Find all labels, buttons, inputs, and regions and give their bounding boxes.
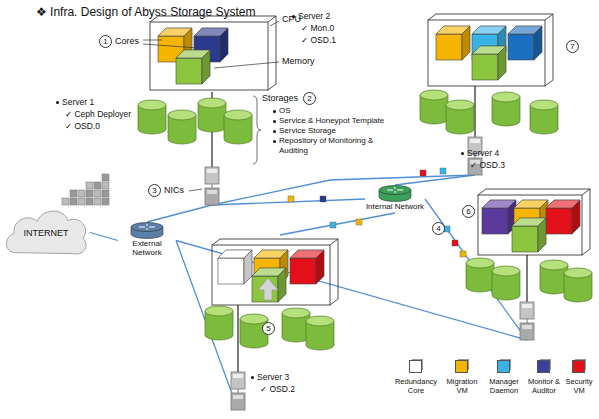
router-icon xyxy=(130,222,164,239)
callout-number: 7 xyxy=(566,40,579,53)
legend-swatch xyxy=(537,360,550,373)
server-group: Server 1✓ Ceph Deployer✓ OSD.0 xyxy=(55,15,255,205)
bullet-dot xyxy=(251,376,254,379)
router-label: External Network xyxy=(118,239,176,257)
router-icon xyxy=(378,185,412,202)
diagram-title: ❖ Infra. Design of Abyss Storage System xyxy=(36,5,256,19)
storage-item: Service Storage xyxy=(272,126,387,136)
server-role: ✓ OSD.2 xyxy=(260,384,295,395)
legend-swatch xyxy=(409,360,422,373)
network-link xyxy=(280,213,395,235)
bullet-dot xyxy=(273,140,276,143)
server-group: Server 2✓ Mon.0✓ OSD.1 xyxy=(288,8,578,175)
callout-number: 3 xyxy=(148,184,161,197)
network-link xyxy=(90,233,118,241)
legend-swatch xyxy=(497,360,510,373)
server-name: Server 3 xyxy=(250,372,289,383)
annotation-label: Memory xyxy=(282,56,315,67)
network-link xyxy=(395,175,475,185)
network-router: External Network xyxy=(118,222,176,259)
network-link xyxy=(425,199,527,340)
callout-number: 6 xyxy=(462,205,475,218)
bullet-dot xyxy=(461,152,464,155)
callout-number: 4 xyxy=(432,222,445,235)
network-link xyxy=(212,175,475,205)
server-group: Server 4✓ OSD.3 xyxy=(455,140,595,340)
storage-item: OS xyxy=(272,106,387,116)
router-label: Internal Network xyxy=(365,202,425,211)
bullet-dot xyxy=(56,101,59,104)
network-link xyxy=(176,241,527,341)
legend-text: Security VM xyxy=(561,377,597,395)
callout-number: 1 xyxy=(99,35,112,48)
legend-text: Monitor & Auditor xyxy=(524,377,564,395)
server-role: ✓ OSD.3 xyxy=(470,160,505,171)
cloud-label: INTERNET xyxy=(24,228,69,238)
network-router: Internal Network xyxy=(365,185,425,213)
server-role: ✓ OSD.1 xyxy=(301,35,336,46)
bullet-dot xyxy=(273,110,276,113)
network-link xyxy=(147,205,212,222)
storage-list: OSService & Honeypot TemplateService Sto… xyxy=(272,106,387,156)
server-role: ✓ Ceph Deployer xyxy=(65,109,131,120)
annotation-label: Storages xyxy=(262,93,298,104)
legend-text: Migration VM xyxy=(442,377,482,395)
server-role: ✓ Mon.0 xyxy=(301,23,334,34)
annotation-label: Cores xyxy=(115,36,139,47)
callout-number: 5 xyxy=(262,322,275,335)
legend-swatch xyxy=(572,360,585,373)
server-role: ✓ OSD.0 xyxy=(65,121,100,132)
server-name: Server 1 xyxy=(55,97,94,108)
legend-text: Redundancy Core xyxy=(393,377,439,395)
annotation-label: NICs xyxy=(164,185,184,196)
bullet-dot xyxy=(273,120,276,123)
storage-item: Service & Honeypot Template xyxy=(272,116,387,126)
server-name: Server 4 xyxy=(460,148,499,159)
annotation-label: CPU xyxy=(282,14,301,25)
legend-swatch xyxy=(455,360,468,373)
callout-number: 2 xyxy=(303,92,316,105)
legend-text: Manager Daemon xyxy=(484,377,524,395)
storage-item: Repository of Monitoring & Auditing xyxy=(272,136,387,156)
internet-cloud: INTERNET xyxy=(2,205,90,260)
bullet-dot xyxy=(273,130,276,133)
